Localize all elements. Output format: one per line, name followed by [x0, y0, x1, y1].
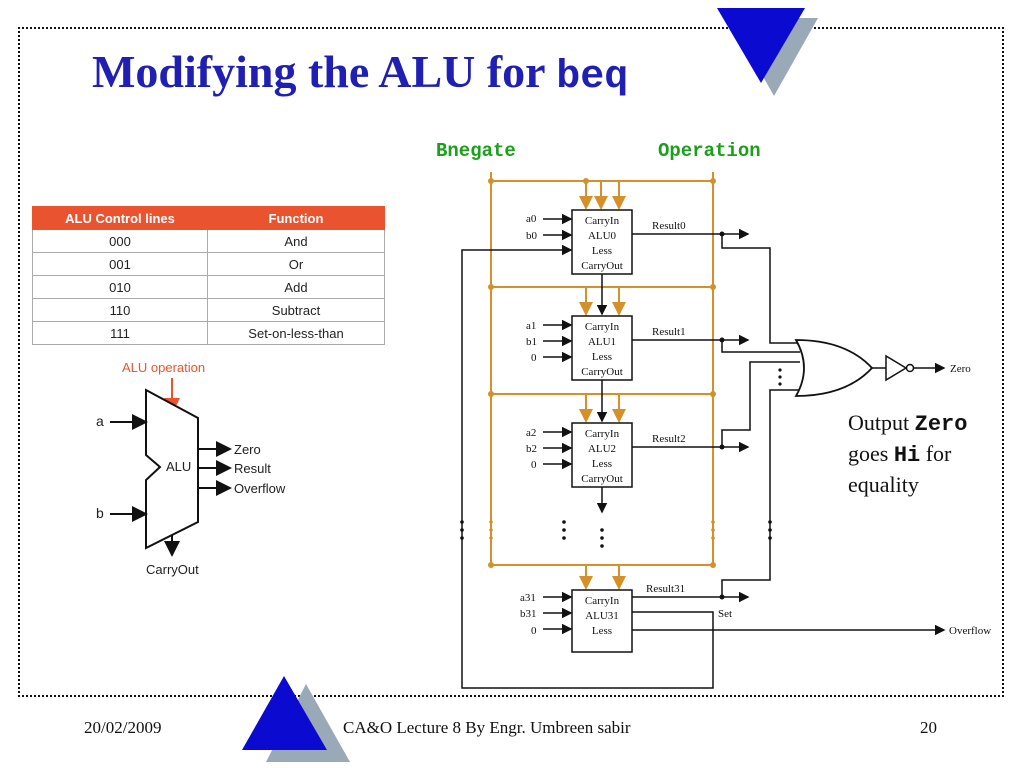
block-carryout: CarryOut — [581, 473, 623, 485]
block-less: Less — [592, 458, 612, 470]
table-cell: 010 — [32, 275, 208, 299]
block-carryin: CarryIn — [585, 215, 620, 227]
bnegate-label: Bnegate — [436, 140, 516, 162]
alu-block-2: CarryIn ALU2 Less CarryOut a2 b2 0 Resul… — [526, 422, 750, 488]
note-text: equality — [848, 472, 919, 497]
input-b-label: b0 — [526, 230, 538, 242]
note-text: goes — [848, 441, 894, 466]
block-carryout: CarryOut — [581, 366, 623, 378]
input-less-label: 0 — [531, 459, 537, 471]
zero-output-label: Zero — [950, 363, 971, 375]
footer-course: CA&O Lecture 8 By Engr. Umbreen sabir — [343, 718, 631, 737]
equality-note: Output Zero goes Hi for equality — [848, 408, 967, 499]
slide-title: Modifying the ALU for beq — [92, 45, 628, 100]
input-less-label: 0 — [531, 352, 537, 364]
alu-operation-label: ALU operation — [122, 360, 205, 375]
input-a-label: a0 — [526, 213, 537, 225]
table-cell: 110 — [32, 298, 208, 322]
alu-input-b-label: b — [96, 505, 104, 521]
alu-carryout-label: CarryOut — [146, 562, 199, 577]
block-name: ALU0 — [588, 230, 617, 242]
or-inputs — [721, 234, 800, 597]
alu-block-0: CarryIn ALU0 Less CarryOut a0 b0 Result0 — [526, 209, 750, 275]
input-a-label: a31 — [520, 592, 536, 604]
input-a-label: a1 — [526, 320, 536, 332]
bus-ellipsis-dots — [489, 520, 715, 540]
block-name: ALU31 — [585, 610, 619, 622]
note-text: for — [920, 441, 952, 466]
block-carryin: CarryIn — [585, 321, 620, 333]
note-code-zero: Zero — [914, 412, 968, 437]
top-triangle — [717, 8, 805, 83]
input-b-label: b2 — [526, 443, 537, 455]
alu-output-zero: Zero — [234, 442, 261, 457]
or-gate — [794, 339, 874, 397]
ellipsis-dots — [460, 368, 782, 548]
block-less: Less — [592, 351, 612, 363]
result-taps — [719, 231, 725, 600]
alu-body-label: ALU — [166, 459, 191, 474]
block-less: Less — [592, 245, 612, 257]
block-less: Less — [592, 625, 612, 637]
bus-junctions — [488, 178, 716, 568]
footer-date: 20/02/2009 — [84, 718, 162, 737]
alu-input-a-label: a — [96, 413, 104, 429]
input-a-label: a2 — [526, 427, 536, 439]
input-less-label: 0 — [531, 625, 537, 637]
note-code-hi: Hi — [893, 443, 921, 468]
result-label: Result1 — [652, 326, 686, 338]
result-label: Result2 — [652, 433, 686, 445]
block-carryin: CarryIn — [585, 428, 620, 440]
alu-output-result: Result — [234, 461, 271, 476]
table-cell: Set-on-less-than — [207, 321, 385, 345]
input-b-label: b1 — [526, 336, 537, 348]
input-b-label: b31 — [520, 608, 537, 620]
set-label: Set — [718, 608, 732, 620]
title-code: beq — [556, 55, 629, 100]
block-carryout: CarryOut — [581, 260, 623, 272]
set-feedback-wire — [461, 244, 714, 689]
control-bus — [490, 172, 714, 590]
slide-frame — [18, 27, 1004, 697]
table-cell: Subtract — [207, 298, 385, 322]
operation-label: Operation — [658, 140, 761, 162]
footer-page-number: 20 — [920, 718, 937, 737]
alu-output-overflow: Overflow — [234, 481, 286, 496]
block-name: ALU2 — [588, 443, 616, 455]
block-name: ALU1 — [588, 336, 616, 348]
overflow-label: Overflow — [949, 625, 991, 637]
title-text: Modifying the ALU for — [92, 46, 557, 97]
alu-block-31: CarryIn ALU31 Less a31 b31 0 Result31 Se… — [520, 583, 991, 653]
alu-block-1: CarryIn ALU1 Less CarryOut a1 b1 0 Resul… — [526, 315, 750, 381]
block-carryin: CarryIn — [585, 595, 620, 607]
result-label: Result31 — [646, 583, 685, 595]
table-cell: Or — [207, 252, 385, 276]
inverter — [885, 354, 908, 382]
table-cell: 111 — [32, 321, 208, 345]
result-label: Result0 — [652, 220, 686, 232]
bottom-triangle — [242, 676, 327, 750]
table-cell: 000 — [32, 229, 208, 253]
note-text: Output — [848, 410, 915, 435]
